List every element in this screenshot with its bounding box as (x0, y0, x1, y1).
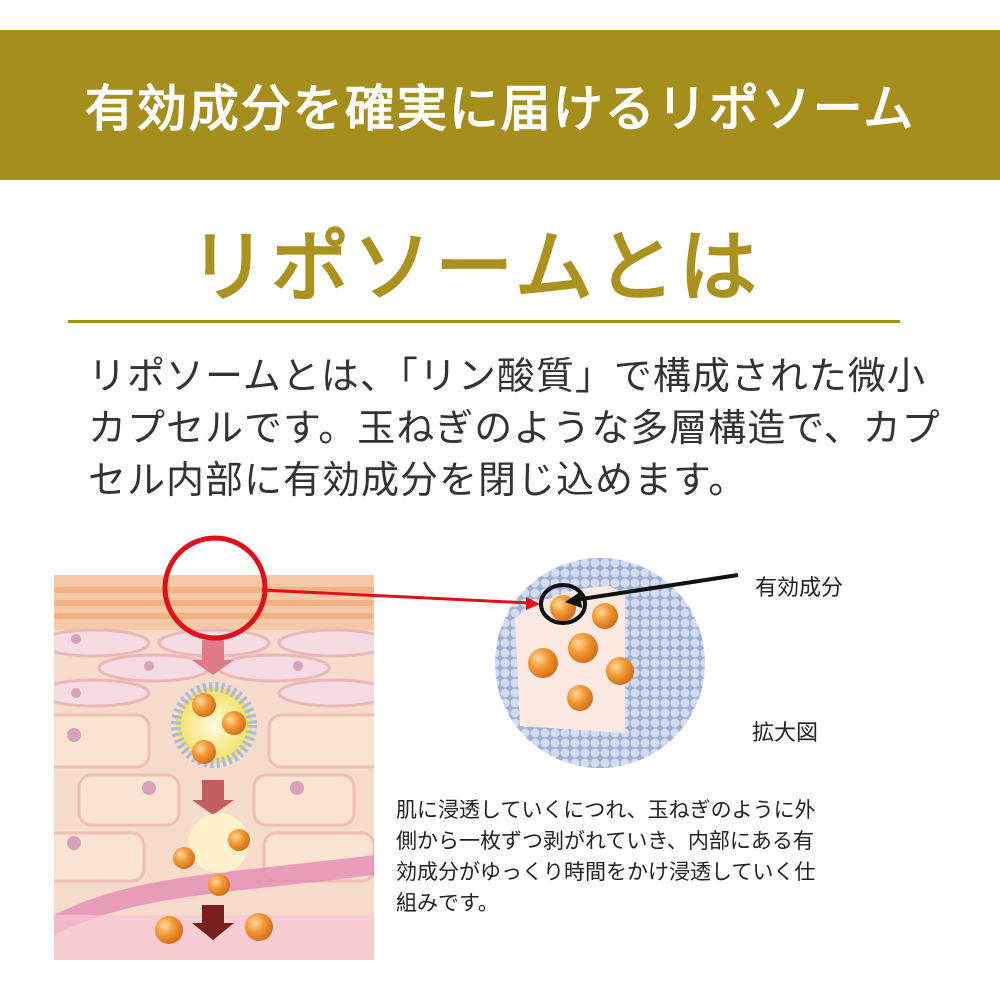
description-line: 効成分がゆっくり時間をかけ浸透していく仕 (396, 860, 816, 884)
description-line: 側から一枚ずつ剥がれていき、内部にある有 (396, 829, 814, 853)
diagram-description: 肌に浸透していくにつれ、玉ねぎのように外 側から一枚ずつ剥がれていき、内部にある… (396, 795, 956, 919)
section-heading: リポソームとは (189, 223, 761, 313)
liposome-enlarged-illustration (495, 558, 705, 768)
intro-line: リポソームとは、「リン酸質」で構成された微小 (88, 354, 926, 398)
header-banner: 有効成分を確実に届けるリポソーム (0, 30, 1000, 180)
skin-penetration-illustration (54, 575, 374, 960)
intro-line: セル内部に有効成分を閉じ込めます。 (88, 458, 748, 502)
enlarged-view-label: 拡大図 (752, 721, 819, 746)
active-ingredient-label: 有効成分 (755, 576, 844, 601)
heading-divider (68, 320, 900, 323)
banner-title: 有効成分を確実に届けるリポソーム (84, 80, 916, 138)
description-line: 組みです。 (396, 891, 499, 915)
intro-text: リポソームとは、「リン酸質」で構成された微小 カプセルです。玉ねぎのような多層構… (88, 350, 941, 506)
description-line: 肌に浸透していくにつれ、玉ねぎのように外 (396, 798, 816, 822)
intro-line: カプセルです。玉ねぎのような多層構造で、カプ (88, 406, 941, 450)
